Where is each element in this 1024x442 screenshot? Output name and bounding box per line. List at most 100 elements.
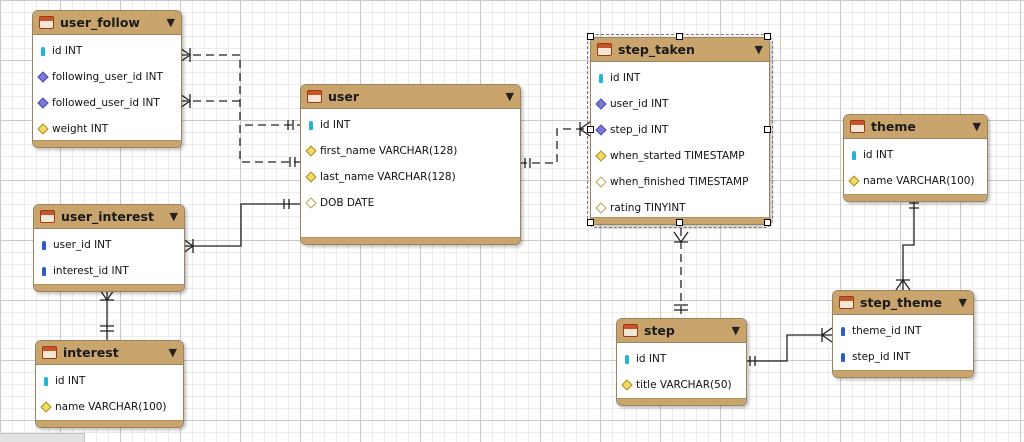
resize-handle-nw[interactable] (587, 33, 594, 40)
table-user[interactable]: user ▼ id INT first_name VARCHAR(128) la… (300, 84, 521, 245)
column-row[interactable]: id INT (301, 112, 520, 138)
table-name: user (328, 89, 359, 104)
table-footer (36, 420, 183, 427)
column-row[interactable]: following_user_id INT (33, 64, 181, 90)
collapse-icon[interactable]: ▼ (972, 120, 981, 133)
table-name: theme (871, 119, 916, 134)
table-name: step (644, 323, 675, 338)
table-header[interactable]: user_follow ▼ (33, 11, 181, 35)
resize-handle-se[interactable] (764, 219, 771, 226)
column-row[interactable]: weight INT (33, 116, 181, 142)
column-row[interactable]: DOB DATE (301, 190, 520, 216)
column-label: user_id INT (53, 239, 112, 251)
table-icon (39, 16, 54, 29)
canvas-corner-control[interactable] (0, 433, 85, 442)
not-null-column-icon (304, 145, 317, 157)
column-row[interactable]: step_id INT (833, 344, 973, 370)
resize-handle-e[interactable] (764, 126, 771, 133)
column-label: id INT (610, 72, 641, 84)
column-label: name VARCHAR(100) (55, 401, 167, 413)
column-label: first_name VARCHAR(128) (320, 145, 458, 157)
column-label: theme_id INT (852, 325, 922, 337)
rel-user-step-taken (519, 128, 590, 164)
column-row[interactable]: followed_user_id INT (33, 90, 181, 116)
column-label: weight INT (52, 123, 109, 135)
foreign-key-icon (36, 97, 49, 109)
column-row[interactable]: id INT (844, 142, 987, 168)
column-label: interest_id INT (53, 265, 129, 277)
table-footer (617, 398, 746, 405)
not-null-column-icon (36, 123, 49, 135)
collapse-icon[interactable]: ▼ (169, 210, 178, 223)
column-row[interactable]: step_id INT (591, 117, 769, 143)
column-row[interactable]: user_id INT (34, 232, 184, 258)
column-row[interactable]: id INT (36, 368, 183, 394)
primary-key-icon (622, 354, 631, 364)
column-label: DOB DATE (320, 197, 375, 209)
column-label: id INT (52, 45, 83, 57)
not-null-column-icon (594, 150, 607, 162)
table-header[interactable]: user ▼ (301, 85, 520, 109)
foreign-key-icon (594, 98, 607, 110)
table-header[interactable]: step ▼ (617, 319, 746, 343)
table-step_taken[interactable]: step_taken ▼ id INT user_id INT step_id … (587, 34, 773, 228)
collapse-icon[interactable]: ▼ (958, 296, 967, 309)
table-name: interest (63, 345, 119, 360)
table-icon (839, 296, 854, 309)
column-row[interactable]: title VARCHAR(50) (617, 372, 746, 398)
not-null-column-icon (847, 175, 860, 187)
column-row[interactable]: interest_id INT (34, 258, 184, 284)
resize-handle-ne[interactable] (764, 33, 771, 40)
column-row[interactable]: first_name VARCHAR(128) (301, 138, 520, 164)
column-row[interactable]: id INT (33, 38, 181, 64)
column-row[interactable]: last_name VARCHAR(128) (301, 164, 520, 190)
table-step_theme[interactable]: step_theme ▼ theme_id INT step_id INT (832, 290, 974, 378)
foreign-key-icon (594, 124, 607, 136)
column-row[interactable]: id INT (591, 65, 769, 91)
resize-handle-sw[interactable] (587, 219, 594, 226)
foreign-key-icon (36, 71, 49, 83)
primary-key-icon (596, 73, 605, 83)
column-row[interactable]: name VARCHAR(100) (844, 168, 987, 194)
table-footer (301, 237, 520, 244)
resize-handle-w[interactable] (587, 126, 594, 133)
nullable-column-icon (304, 197, 317, 209)
table-header[interactable]: theme ▼ (844, 115, 987, 139)
table-header[interactable]: user_interest ▼ (34, 205, 184, 229)
table-footer (33, 140, 181, 147)
table-header[interactable]: interest ▼ (36, 341, 183, 365)
column-row[interactable]: theme_id INT (833, 318, 973, 344)
collapse-icon[interactable]: ▼ (731, 324, 740, 337)
column-label: step_id INT (852, 351, 911, 363)
primary-foreign-key-icon (838, 326, 847, 336)
column-label: when_started TIMESTAMP (610, 150, 745, 162)
column-row[interactable]: when_started TIMESTAMP (591, 143, 769, 169)
table-icon (40, 210, 55, 223)
column-label: id INT (863, 149, 894, 161)
table-user_interest[interactable]: user_interest ▼ user_id INT interest_id … (33, 204, 185, 292)
table-icon (42, 346, 57, 359)
column-row[interactable]: user_id INT (591, 91, 769, 117)
primary-key-icon (849, 150, 858, 160)
column-row[interactable]: rating TINYINT (591, 195, 769, 221)
column-row[interactable]: id INT (617, 346, 746, 372)
table-step[interactable]: step ▼ id INT title VARCHAR(50) (616, 318, 747, 406)
table-interest[interactable]: interest ▼ id INT name VARCHAR(100) (35, 340, 184, 428)
table-user_follow[interactable]: user_follow ▼ id INT following_user_id I… (32, 10, 182, 148)
primary-foreign-key-icon (838, 352, 847, 362)
resize-handle-s[interactable] (676, 219, 683, 226)
collapse-icon[interactable]: ▼ (168, 346, 177, 359)
table-header[interactable]: step_taken ▼ (591, 38, 769, 62)
rel-user-user-interest (183, 203, 300, 247)
collapse-icon[interactable]: ▼ (754, 43, 763, 56)
table-theme[interactable]: theme ▼ id INT name VARCHAR(100) (843, 114, 988, 202)
collapse-icon[interactable]: ▼ (166, 16, 175, 29)
column-label: last_name VARCHAR(128) (320, 171, 456, 183)
table-header[interactable]: step_theme ▼ (833, 291, 973, 315)
resize-handle-n[interactable] (676, 33, 683, 40)
column-label: rating TINYINT (610, 202, 686, 214)
column-row[interactable]: name VARCHAR(100) (36, 394, 183, 420)
column-row[interactable]: when_finished TIMESTAMP (591, 169, 769, 195)
table-icon (850, 120, 865, 133)
collapse-icon[interactable]: ▼ (505, 90, 514, 103)
